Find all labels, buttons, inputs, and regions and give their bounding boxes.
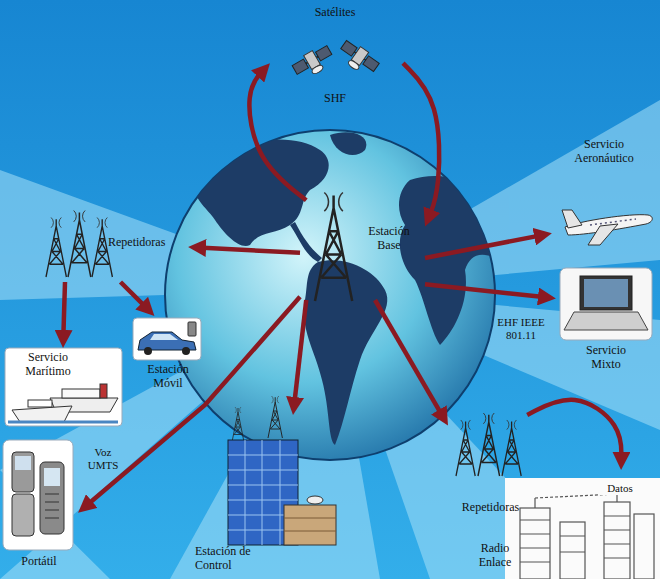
- globe: [165, 130, 500, 460]
- connector-arrow: [425, 284, 546, 297]
- connector-arrow: [198, 248, 300, 253]
- node-label: Repetidoras: [448, 501, 533, 515]
- node-label: Servicio Marítimo: [8, 351, 88, 379]
- repeater-node: Repetidoras: [448, 415, 536, 520]
- connector-arrow: [375, 300, 443, 417]
- car-panel: [133, 318, 201, 360]
- base-station: Estación Base: [300, 195, 425, 300]
- satellite-node: SatélitesSHF: [270, 6, 403, 110]
- connector-arrow: [121, 282, 148, 309]
- portable-node: Portátil: [3, 438, 78, 574]
- control-station: Estación de Control: [195, 415, 335, 575]
- radio-link-panel: [505, 478, 660, 579]
- connector-arrow: [425, 235, 542, 258]
- ships-panel: [5, 348, 122, 426]
- connector-arrow: [403, 63, 439, 217]
- node-label: Radio Enlace: [466, 542, 524, 570]
- node-label: Estación Móvil: [132, 363, 204, 391]
- connector-arrow: [86, 297, 300, 506]
- connector-arrow: [527, 400, 621, 460]
- edge-label: EHF IEEE 801.11: [488, 316, 554, 342]
- repeater-towers: [456, 413, 521, 476]
- node-label: Estación Base: [358, 225, 420, 253]
- connector-arrow: [249, 71, 306, 201]
- connector-arrow: [63, 282, 65, 338]
- airplane: [562, 210, 652, 245]
- aero-service: Servicio Aeronáutico: [552, 138, 656, 250]
- node-label: Satélites: [270, 6, 400, 20]
- phones-panel: [3, 440, 73, 550]
- maritime-service: Servicio Marítimo: [4, 348, 122, 428]
- edge-label: Voz UMTS: [80, 446, 126, 472]
- control-building: [228, 396, 336, 545]
- node-label: Portátil: [3, 555, 75, 569]
- laptop-panel: [560, 268, 652, 340]
- node-label: Estación de Control: [195, 545, 275, 573]
- mixed-service: Servicio Mixto: [556, 266, 656, 374]
- node-sublabel: SHF: [270, 92, 400, 106]
- node-label: Servicio Mixto: [576, 344, 636, 372]
- repeater-node: Repetidoras: [38, 212, 188, 282]
- repeater-towers: [46, 211, 112, 278]
- node-label: Repetidoras: [108, 236, 184, 250]
- node-label: Servicio Aeronáutico: [559, 138, 649, 166]
- base-tower: [315, 193, 352, 302]
- connector-arrow: [294, 300, 306, 405]
- edge-label: Datos: [598, 482, 642, 495]
- mobile-station: Estación Móvil: [132, 316, 207, 396]
- satellites: [291, 38, 381, 82]
